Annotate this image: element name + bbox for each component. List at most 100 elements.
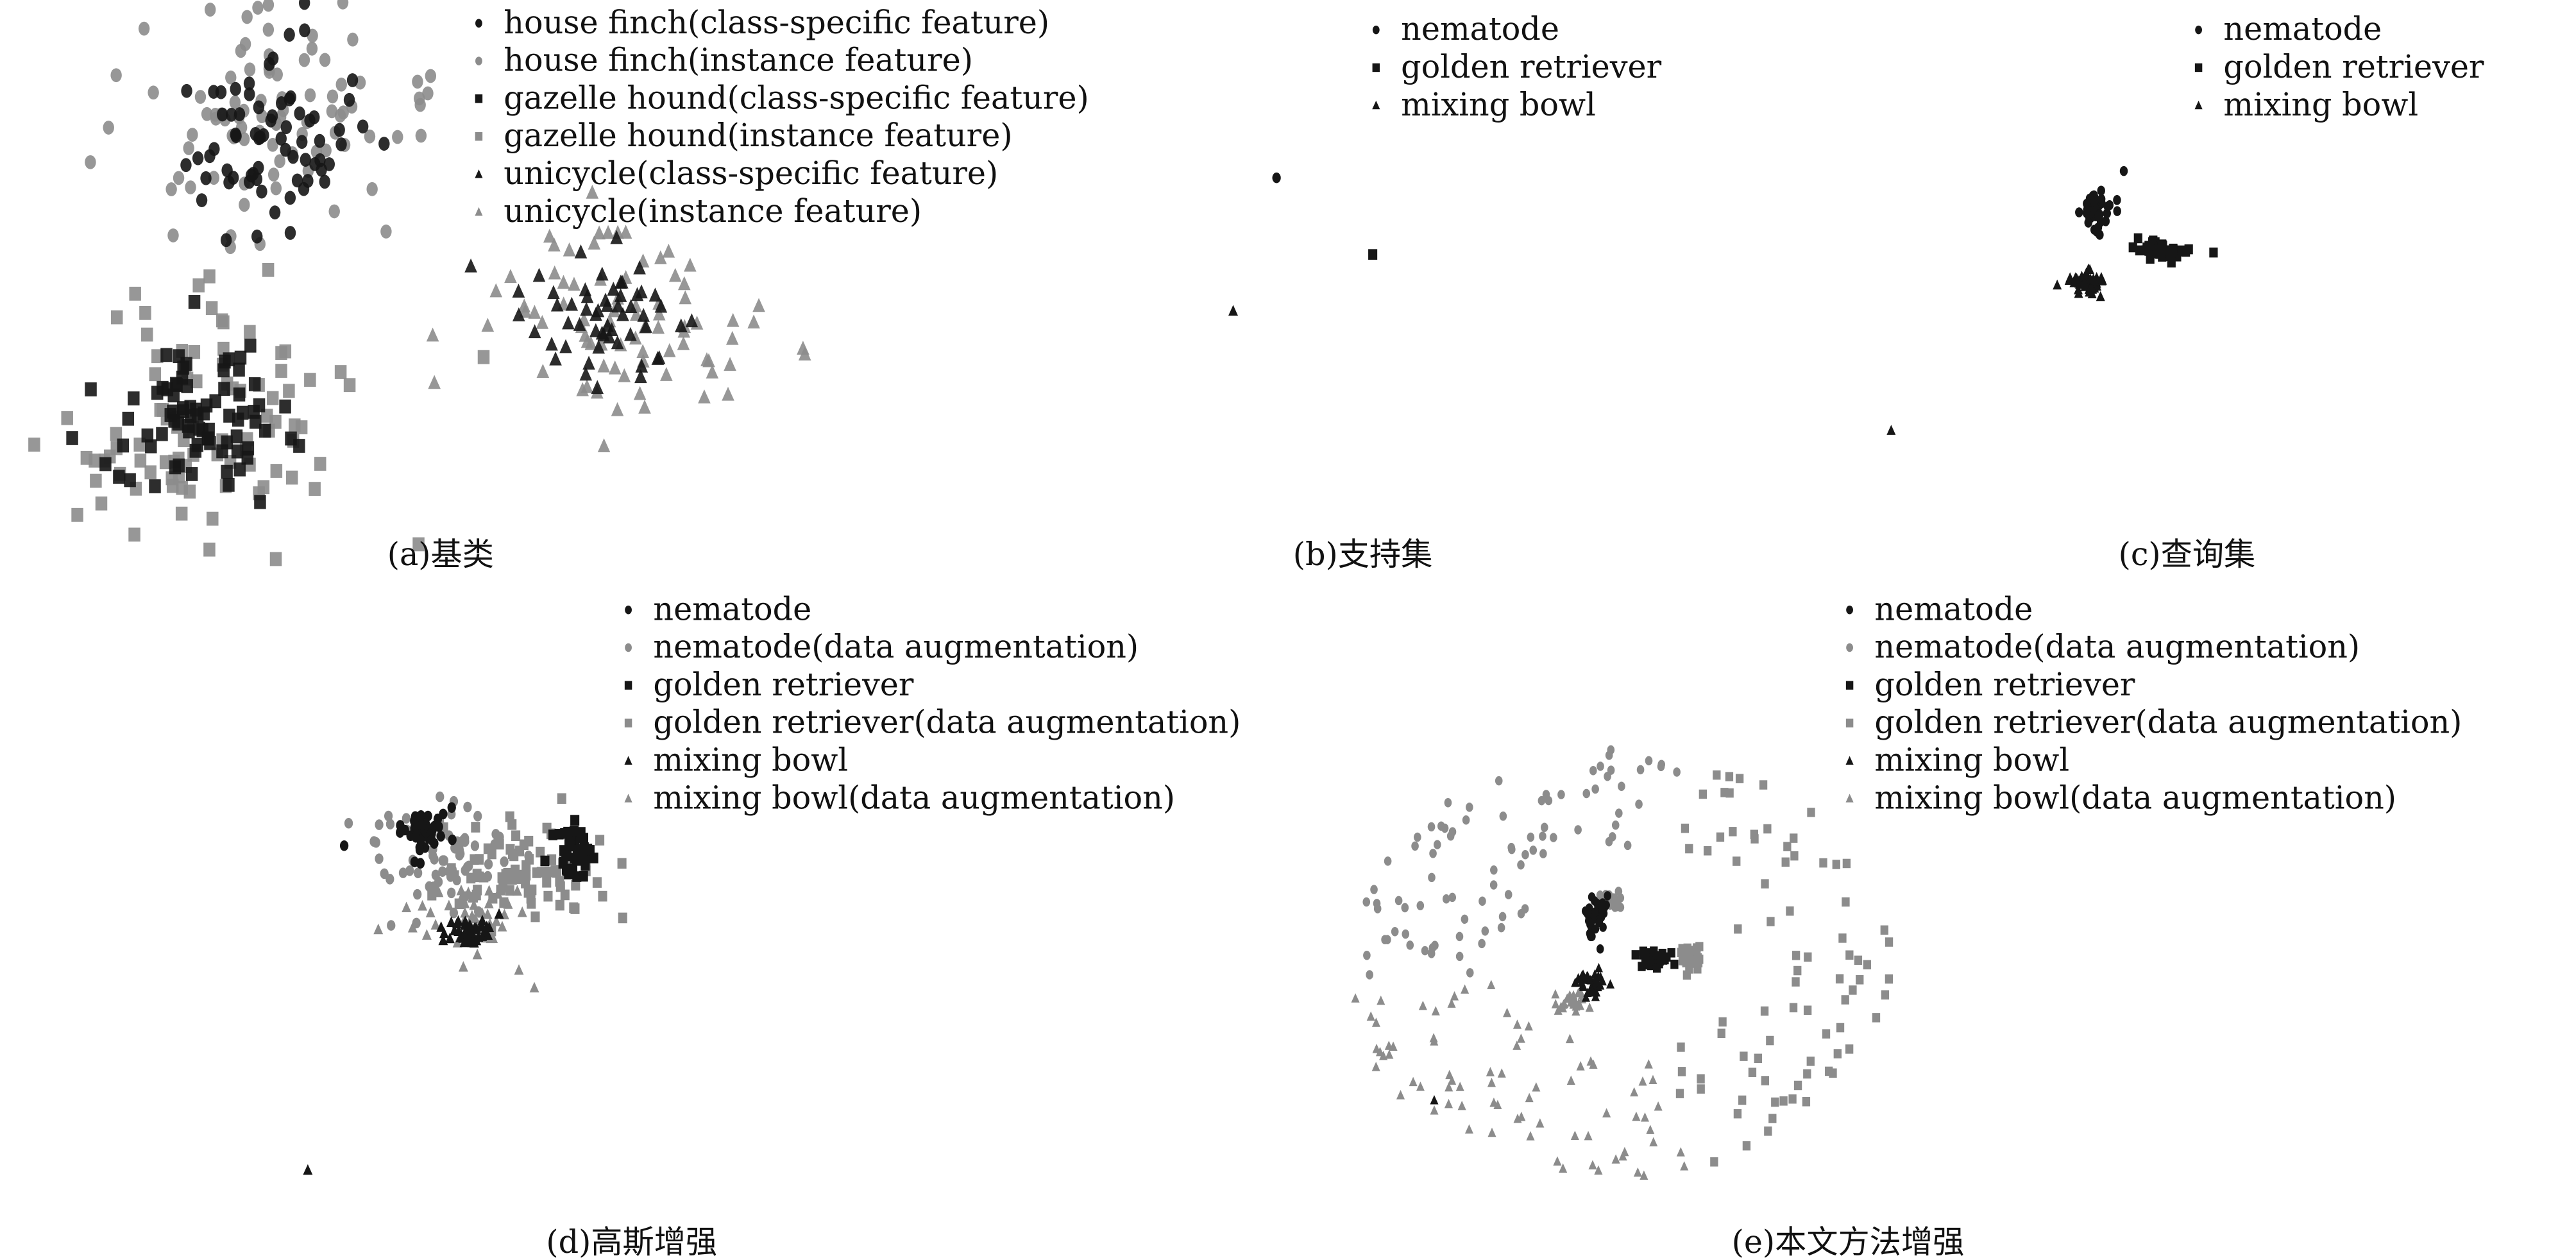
data-point	[610, 230, 623, 244]
data-point	[1639, 946, 1648, 956]
data-point	[559, 845, 569, 856]
circle-marker-icon	[1372, 25, 1380, 35]
data-point	[1761, 879, 1769, 888]
data-point	[1406, 940, 1414, 950]
data-point	[294, 106, 305, 121]
data-point	[217, 315, 230, 330]
data-point	[1806, 1057, 1815, 1066]
data-point	[1609, 897, 1618, 907]
legend-item: nematode	[1846, 590, 2033, 627]
data-point	[631, 287, 644, 302]
data-point	[291, 173, 303, 188]
data-point	[283, 384, 295, 398]
data-point	[173, 458, 185, 473]
data-point	[275, 132, 287, 146]
data-point	[624, 327, 637, 341]
data-point	[598, 890, 607, 902]
square-marker-icon	[1372, 63, 1380, 72]
data-point	[702, 353, 715, 368]
data-point	[458, 961, 468, 972]
data-point	[1880, 925, 1888, 935]
data-point	[1421, 946, 1429, 956]
data-point	[548, 237, 561, 252]
data-point	[1842, 897, 1850, 907]
data-point	[1272, 172, 1281, 183]
data-point	[1646, 1125, 1655, 1134]
legend-item: nematode(data augmentation)	[625, 628, 1139, 665]
data-point	[1462, 815, 1470, 825]
data-point	[221, 464, 233, 479]
data-point	[1598, 901, 1606, 912]
data-point	[1835, 974, 1844, 984]
data-point	[203, 542, 216, 557]
legend-item: golden retriever(data augmentation)	[1845, 704, 2462, 741]
data-point	[1647, 956, 1655, 966]
legend-label: unicycle(instance feature)	[504, 192, 922, 230]
data-point	[484, 858, 493, 870]
data-point	[1487, 1077, 1496, 1087]
data-point	[2097, 194, 2106, 205]
data-point	[2113, 195, 2121, 205]
data-point	[1464, 1124, 1473, 1134]
data-point	[1803, 1005, 1812, 1016]
data-point	[1735, 774, 1744, 783]
data-point	[1532, 1082, 1541, 1092]
data-point	[252, 1, 264, 15]
data-point	[618, 912, 627, 924]
data-point	[1527, 832, 1535, 842]
data-point	[1636, 765, 1645, 775]
data-point	[466, 872, 476, 884]
legend-item: golden retriever(data augmentation)	[624, 704, 1241, 741]
data-point	[207, 511, 219, 526]
legend-label: house finch(instance feature)	[504, 42, 973, 79]
data-point	[1504, 890, 1513, 899]
data-point	[636, 344, 649, 358]
data-point	[1430, 1095, 1439, 1105]
data-point	[684, 257, 697, 272]
data-point	[1553, 1156, 1562, 1166]
data-point	[542, 877, 552, 888]
legend-label: golden retriever	[1401, 48, 1662, 85]
data-point	[314, 133, 326, 148]
data-point	[654, 298, 668, 313]
data-point	[346, 73, 359, 87]
data-point	[1649, 1137, 1658, 1146]
legend-item: unicycle(class-specific feature)	[475, 155, 998, 192]
data-point	[450, 924, 459, 935]
series-5	[1351, 980, 1689, 1180]
data-point	[579, 842, 589, 853]
data-point	[584, 336, 598, 350]
panel-caption: (c)查询集	[2119, 536, 2256, 573]
legend-label: mixing bowl(data augmentation)	[1874, 779, 2396, 816]
data-point	[1572, 1000, 1581, 1010]
data-point	[216, 444, 228, 459]
data-point	[269, 205, 281, 220]
data-point	[215, 85, 227, 99]
data-point	[570, 826, 579, 837]
data-point	[472, 948, 482, 960]
data-point	[165, 182, 177, 196]
data-point	[593, 225, 606, 240]
data-point	[2080, 276, 2090, 287]
data-point	[498, 881, 508, 893]
data-point	[1396, 1090, 1405, 1100]
data-point	[1733, 1109, 1742, 1119]
legend-item: nematode	[2195, 10, 2382, 47]
data-point	[387, 920, 396, 931]
data-point	[299, 23, 310, 38]
data-point	[380, 868, 389, 880]
data-point	[1759, 780, 1768, 790]
data-point	[1595, 917, 1604, 927]
data-point	[414, 98, 426, 112]
data-point	[1754, 1053, 1762, 1064]
data-point	[279, 399, 291, 414]
data-point	[217, 341, 230, 356]
data-point	[242, 441, 255, 455]
data-point	[1351, 993, 1360, 1003]
data-point	[188, 344, 201, 359]
data-point	[1586, 908, 1593, 918]
data-point	[378, 137, 390, 151]
